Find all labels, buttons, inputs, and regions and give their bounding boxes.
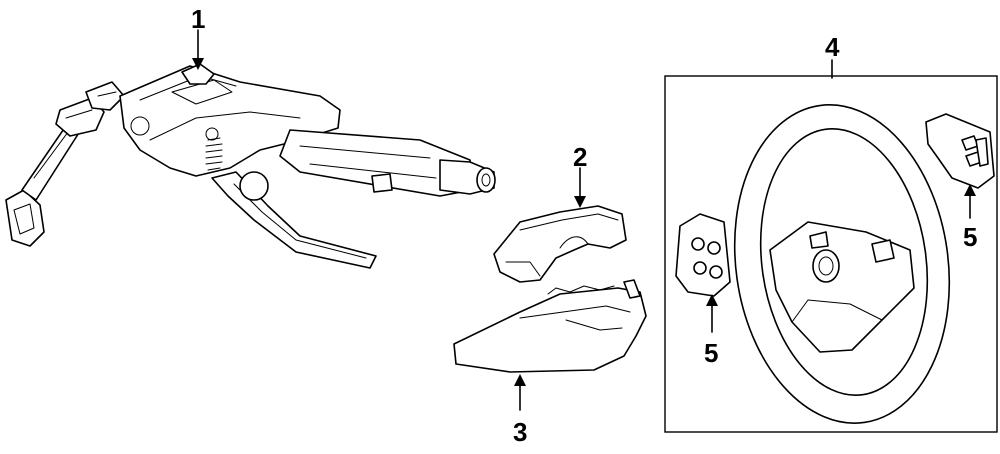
callout-5-right: 5 xyxy=(963,222,977,252)
callout-2: 2 xyxy=(573,142,587,172)
callout-1: 1 xyxy=(191,4,205,34)
steering-wheel-icon xyxy=(664,75,998,433)
leader-arrows xyxy=(192,29,976,411)
callout-5-left: 5 xyxy=(704,338,718,368)
switch-right-icon xyxy=(925,113,995,189)
switch-left-icon xyxy=(675,213,731,297)
callout-4: 4 xyxy=(825,32,840,62)
steering-column-icon xyxy=(5,63,496,269)
callout-3: 3 xyxy=(513,417,527,447)
lower-shroud-icon xyxy=(453,279,647,373)
upper-shroud-icon xyxy=(493,205,627,283)
